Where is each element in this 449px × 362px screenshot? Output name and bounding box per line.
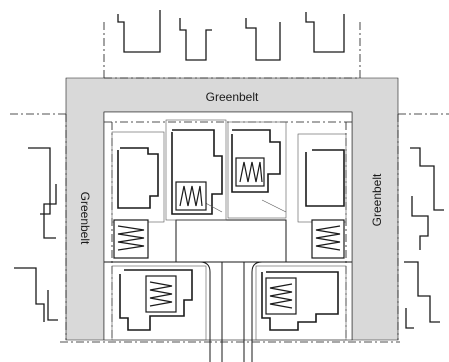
garage-bottom-right xyxy=(265,277,297,315)
greenbelt-label-right: Greenbelt xyxy=(370,173,384,226)
greenbelt-label-left: Greenbelt xyxy=(78,192,92,245)
greenbelt-label-top: Greenbelt xyxy=(206,90,259,104)
left-houses xyxy=(14,147,58,322)
interior-bottom-houses xyxy=(119,269,339,331)
garage-top-left xyxy=(175,181,207,211)
central-paths xyxy=(104,219,352,362)
lot-lines xyxy=(111,119,347,341)
garage-top-right xyxy=(235,157,265,187)
garage-right xyxy=(311,219,345,259)
right-houses xyxy=(404,147,444,329)
garage-bottom-left xyxy=(145,275,177,313)
interior-top-houses xyxy=(117,129,345,215)
top-houses xyxy=(117,10,345,61)
garage-left xyxy=(113,219,149,259)
